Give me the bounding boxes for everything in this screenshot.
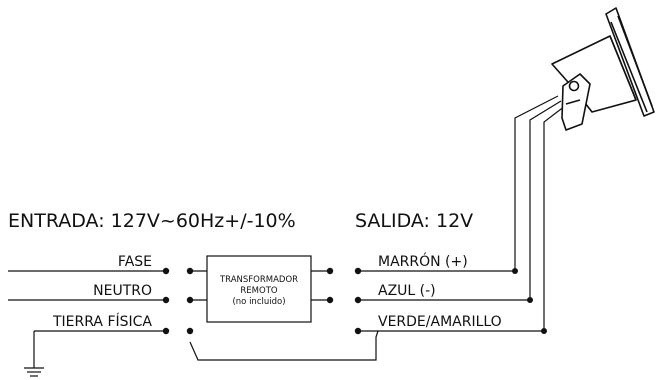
azul-riser	[529, 100, 562, 300]
ground-symbol-icon	[24, 331, 44, 377]
transformer-line-3: (no incluido)	[232, 297, 286, 307]
terminal-dots	[162, 267, 547, 335]
transformer-line-1: TRANSFORMADOR	[219, 275, 299, 285]
tierra-fisica-label: TIERRA FÍSICA	[53, 314, 152, 330]
verde-amarillo-label: VERDE/AMARILLO	[378, 314, 502, 330]
ground-through-wire	[189, 330, 379, 361]
fase-label: FASE	[117, 254, 152, 270]
transformer-line-2: REMOTO	[240, 286, 278, 296]
azul-label: AZUL (-)	[378, 283, 436, 299]
input-header: ENTRADA: 127V~60Hz+/-10%	[8, 210, 296, 232]
neutro-label: NEUTRO	[93, 283, 152, 299]
transformer-box	[206, 255, 312, 323]
spotlight-fixture-icon	[551, 7, 655, 131]
marron-riser	[514, 95, 559, 271]
output-header: SALIDA: 12V	[355, 210, 474, 232]
verde-riser	[543, 105, 566, 331]
transformer-label: TRANSFORMADOR REMOTO (no incluido)	[207, 275, 311, 308]
marron-label: MARRÓN (+)	[378, 254, 468, 270]
